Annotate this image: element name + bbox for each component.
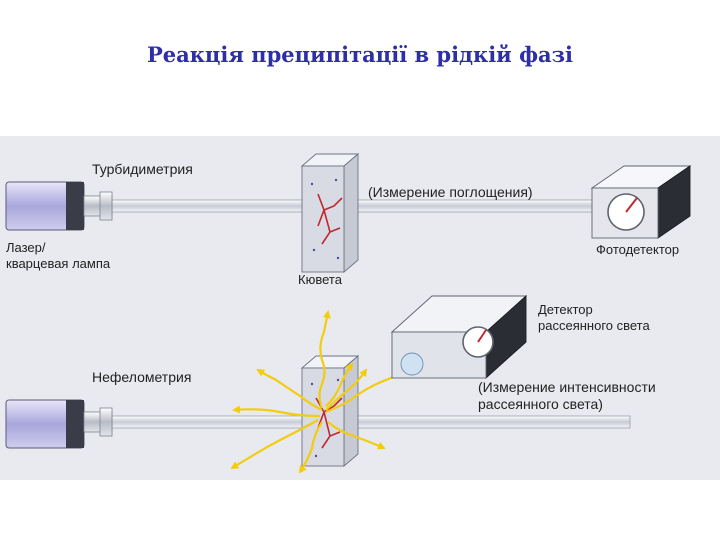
diagram-svg: Турбидиметрия Лазер/ кварцевая лампа Кюв…: [5, 153, 692, 474]
photodetector: [590, 165, 692, 239]
label-turbidimetry: Турбидиметрия: [92, 161, 193, 177]
label-source-2: кварцевая лампа: [6, 256, 111, 271]
scattered-rays: [230, 310, 408, 474]
light-beam-bottom: [109, 415, 631, 429]
label-scatter-detector-1: Детектор: [538, 302, 593, 317]
label-cuvette: Кювета: [298, 272, 343, 287]
label-scatter-measure-2: рассеянного света): [478, 396, 603, 412]
label-source-1: Лазер/: [6, 240, 46, 255]
light-source-bottom: [5, 399, 113, 449]
label-scatter-measure-1: (Измерение интенсивности: [478, 379, 656, 395]
label-absorbance: (Измерение поглощения): [368, 184, 533, 200]
light-source-top: [5, 181, 113, 231]
detector-lens-icon: [400, 352, 424, 376]
scatter-detector: [390, 294, 528, 380]
turbidimetry-section: Турбидиметрия Лазер/ кварцевая лампа Кюв…: [5, 153, 692, 287]
nephelometry-section: Нефелометрия Детектор рассеянного света …: [5, 294, 656, 474]
label-scatter-detector-2: рассеянного света: [538, 318, 650, 333]
label-photodetector: Фотодетектор: [596, 242, 679, 257]
diagram: Турбидиметрия Лазер/ кварцевая лампа Кюв…: [0, 136, 720, 480]
page-title: Реакція преципітації в рідкій фазі: [146, 42, 573, 67]
cuvette-top: [300, 153, 360, 273]
label-nephelometry: Нефелометрия: [92, 369, 191, 385]
